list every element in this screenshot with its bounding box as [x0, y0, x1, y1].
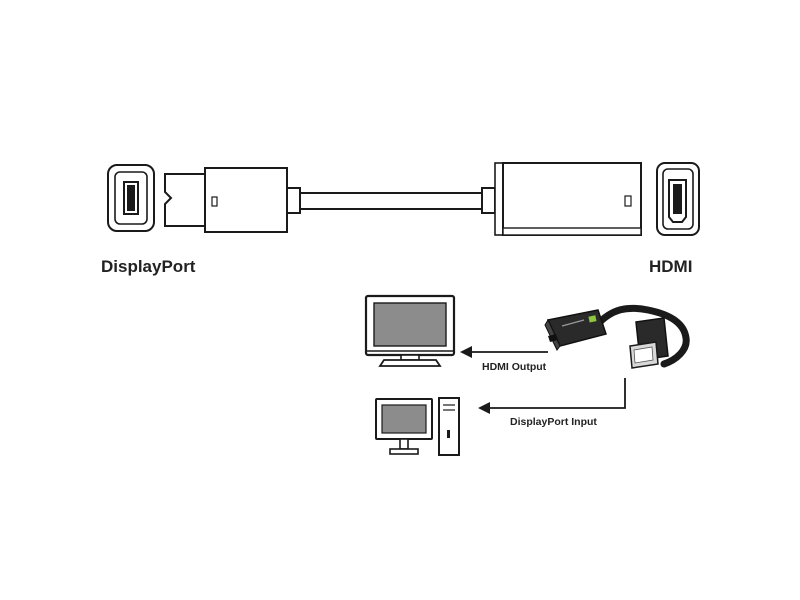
cable — [300, 192, 482, 210]
hdmi-output-label: HDMI Output — [482, 361, 547, 373]
desktop-computer-icon — [375, 397, 460, 456]
displayport-input-arrow — [478, 378, 626, 414]
displayport-label: DisplayPort — [101, 257, 196, 276]
hdmi-housing — [481, 162, 642, 236]
displayport-port-icon — [107, 164, 155, 232]
hdmi-port-icon — [656, 162, 700, 236]
hdmi-output-arrow — [460, 346, 548, 358]
displayport-input-label: DisplayPort Input — [510, 416, 597, 428]
monitor-icon — [364, 294, 456, 367]
adapter-cable-icon — [544, 304, 690, 369]
hdmi-label: HDMI — [649, 257, 693, 276]
displayport-plug — [164, 167, 301, 233]
